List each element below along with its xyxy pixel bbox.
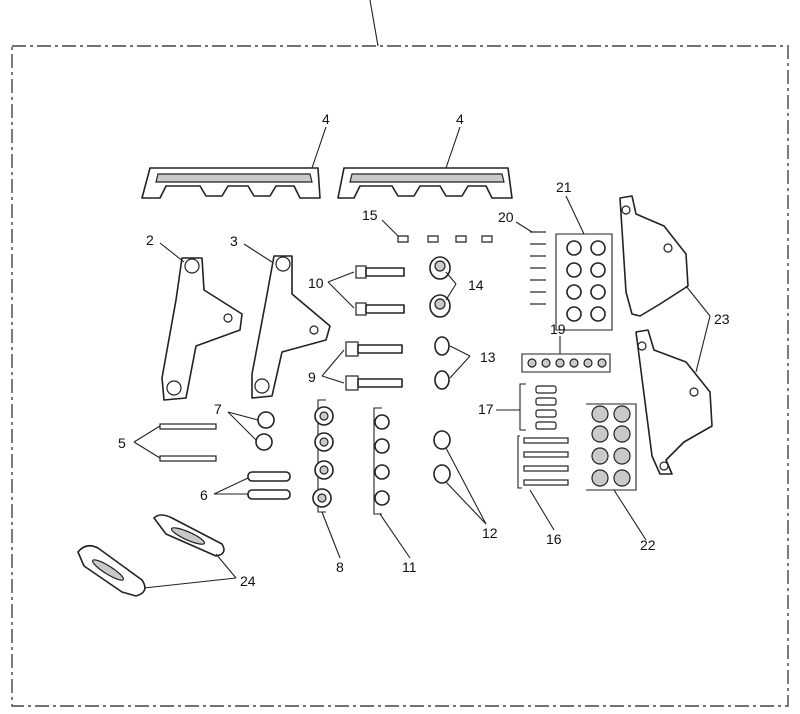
callout-20: 20 [498, 209, 514, 225]
callout-6: 6 [200, 487, 208, 503]
part-16-bolts [517, 435, 569, 489]
callout-8: 8 [336, 559, 344, 575]
part-6-dowels [247, 471, 291, 500]
part-12-washers [433, 430, 451, 484]
part-4-bracket-left [141, 167, 321, 199]
part-8-grommets [312, 399, 334, 513]
callout-4-left: 4 [322, 111, 330, 127]
part-3-mounting-plate [251, 255, 331, 399]
part-13-spacers [434, 336, 450, 390]
leader-lines [133, 126, 711, 589]
part-23-side-rails [619, 195, 713, 475]
callout-13: 13 [480, 349, 496, 365]
callout-22: 22 [640, 537, 656, 553]
callout-7: 7 [214, 401, 222, 417]
part-14-nuts [429, 256, 451, 318]
callout-12: 12 [482, 525, 498, 541]
kit-boundary-frame [11, 45, 789, 707]
callout-21: 21 [556, 179, 572, 195]
callout-23: 23 [714, 311, 730, 327]
callout-10: 10 [308, 275, 324, 291]
callout-4-right: 4 [456, 111, 464, 127]
part-19-nuts [521, 353, 611, 373]
callout-11: 11 [402, 559, 417, 575]
part-17-clips [519, 383, 557, 431]
part-10-bolts [355, 265, 405, 316]
callout-24: 24 [240, 573, 256, 589]
callout-2: 2 [146, 232, 154, 248]
part-21-grommets [555, 233, 613, 331]
callout-14: 14 [468, 277, 484, 293]
part-11-washers [373, 407, 390, 515]
part-9-bolts [345, 341, 403, 391]
part-24-straps [77, 514, 225, 597]
part-4-bracket-right [337, 167, 513, 199]
callout-9: 9 [308, 369, 316, 385]
callout-16: 16 [546, 531, 562, 547]
part-7-bushes [255, 411, 275, 451]
callout-17: 17 [478, 401, 494, 417]
callout-19: 19 [550, 321, 566, 337]
assembly-leader-line [369, 0, 379, 47]
part-5-pins [159, 423, 217, 462]
part-2-mounting-plate [161, 257, 243, 401]
callout-15: 15 [362, 207, 378, 223]
callout-5: 5 [118, 435, 126, 451]
callout-3: 3 [230, 233, 238, 249]
callout-labels: 4 4 2 3 15 20 21 10 14 19 23 9 13 17 7 5… [118, 111, 730, 589]
part-22-rubber-feet [586, 403, 637, 491]
part-20-screws [530, 231, 546, 305]
part-15-screws [397, 235, 493, 243]
